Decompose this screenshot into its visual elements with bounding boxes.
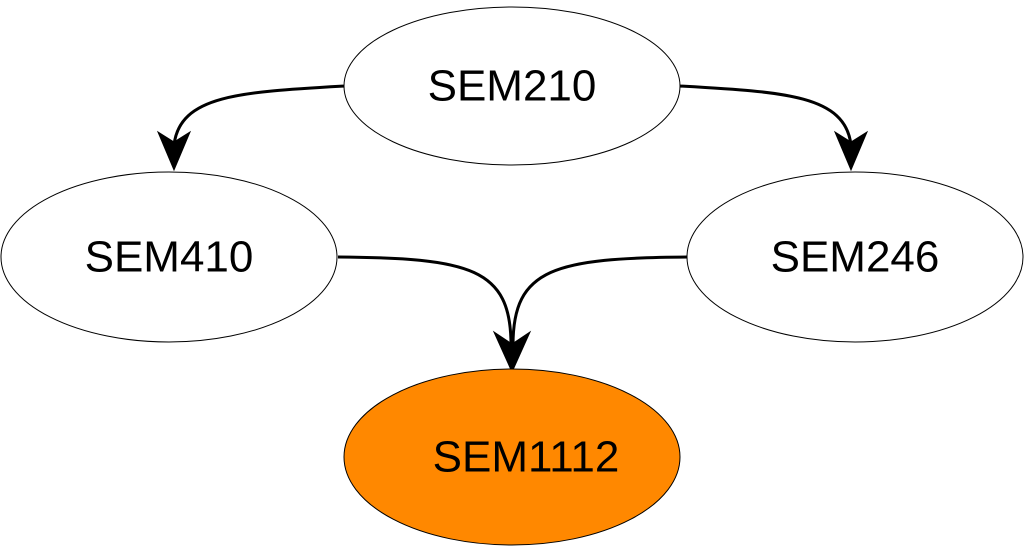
node-sem1112-ellipse (343, 368, 681, 546)
edge-sem210-to-sem246 (679, 84, 853, 146)
arrow-head-sem1112 (492, 330, 532, 374)
node-sem246-ellipse (686, 171, 1024, 343)
node-sem210-ellipse (343, 6, 681, 166)
arrow-head-sem410 (156, 130, 192, 172)
edge-sem410-to-sem1112 (337, 255, 513, 346)
node-sem410-ellipse (0, 171, 338, 343)
node-sem246-label: SEM246 (771, 233, 940, 282)
arrow-head-sem246 (833, 130, 869, 172)
edge-sem210-to-sem410 (172, 84, 346, 146)
node-sem210[interactable]: SEM210 (343, 6, 681, 166)
node-sem410[interactable]: SEM410 (0, 171, 338, 343)
edge-sem246-to-sem1112 (511, 255, 689, 346)
node-sem1112-label: SEM1112 (433, 433, 620, 482)
node-sem410-label: SEM410 (85, 233, 254, 282)
edges (156, 84, 869, 374)
node-sem210-label: SEM210 (428, 62, 597, 111)
node-sem1112[interactable]: SEM1112 (343, 368, 681, 546)
node-sem246[interactable]: SEM246 (686, 171, 1024, 343)
